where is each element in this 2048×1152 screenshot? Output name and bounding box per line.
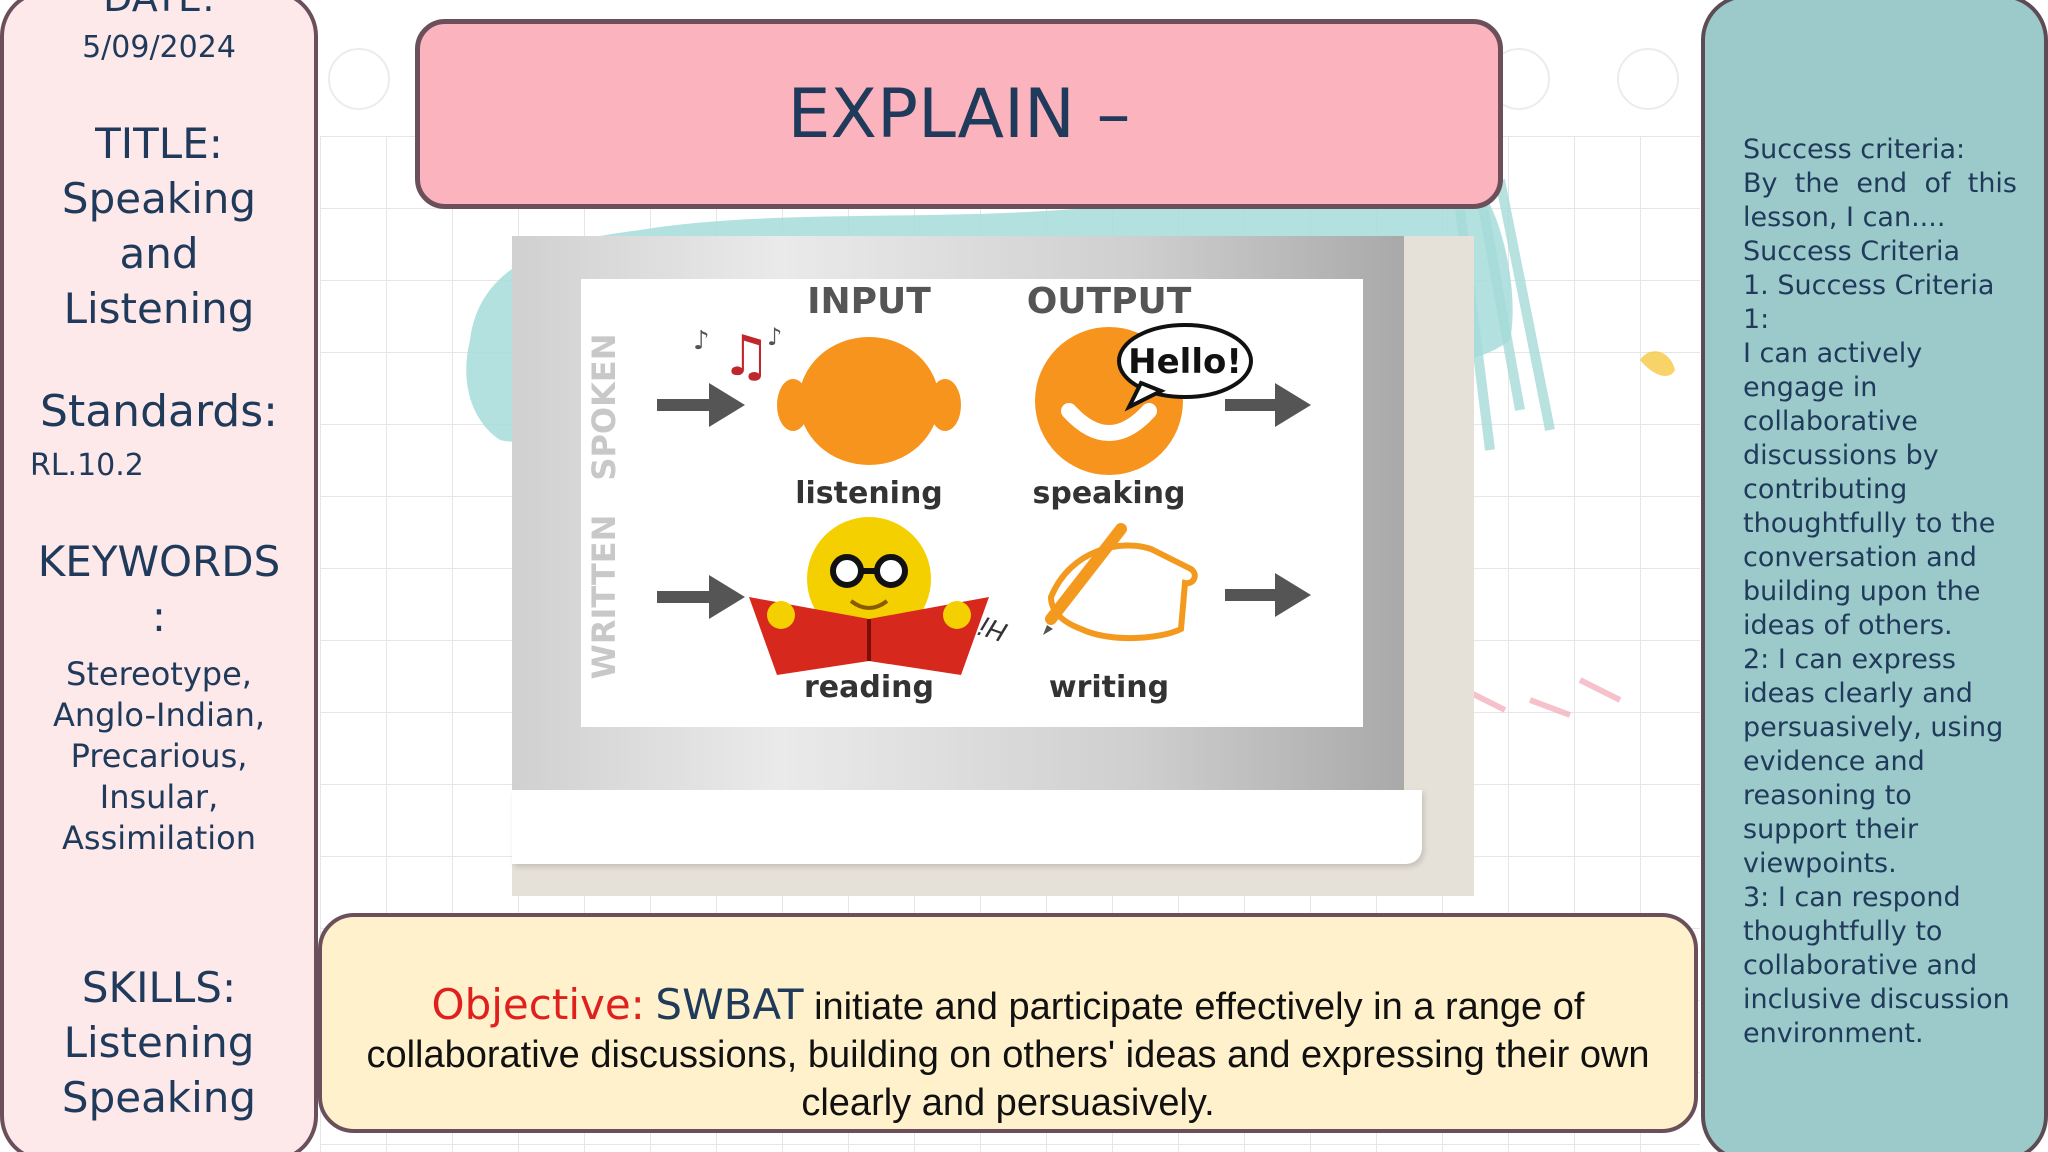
svg-text:♫: ♫	[721, 324, 771, 389]
criteria-line: building upon the	[1743, 576, 1981, 607]
written-label: WRITTEN	[585, 515, 623, 680]
arrow-icon	[1225, 383, 1311, 427]
title-line: Listening	[63, 284, 255, 333]
standards-label: Standards:	[40, 386, 278, 437]
speaking-label: speaking	[1033, 476, 1186, 511]
skill: Speaking	[61, 1073, 257, 1122]
criteria-line: By the end of this	[1743, 168, 2017, 199]
criteria-line: inclusive discussion	[1743, 984, 2010, 1015]
listening-label: listening	[795, 476, 943, 511]
date-value: 5/09/2024	[82, 30, 236, 65]
objective-box: Objective: SWBAT initiate and participat…	[318, 913, 1698, 1133]
criteria-line: ideas of others.	[1743, 610, 1953, 641]
binder-hole	[328, 48, 390, 110]
language-skills-diagram: INPUT OUTPUT SPOKEN WRITTEN ♫ ♪ ♪	[581, 279, 1363, 727]
output-header: OUTPUT	[1027, 281, 1192, 322]
arrow-icon	[657, 383, 745, 427]
title-line: and	[119, 229, 199, 278]
writing-hand-icon: Hi	[975, 523, 1198, 647]
criteria-line: 2: I can express	[1743, 644, 1956, 675]
criteria-line: thoughtfully to the	[1743, 508, 1996, 539]
criteria-line: 1. Success Criteria 1:	[1743, 270, 1995, 335]
reading-label: reading	[804, 670, 934, 705]
date-label: DATE:	[4, 0, 314, 20]
svg-text:♪: ♪	[767, 323, 782, 351]
criteria-line: thoughtfully to	[1743, 916, 1943, 947]
speech-bubble-icon: Hello!	[1117, 323, 1253, 412]
svg-text:♪: ♪	[693, 326, 710, 356]
lesson-title: TITLE: Speaking and Listening	[14, 116, 304, 336]
arrow-icon	[657, 575, 745, 619]
criteria-line: engage in	[1743, 372, 1878, 403]
keywords-label-text: KEYWORDS	[37, 537, 281, 586]
reading-smiley-icon	[807, 517, 931, 641]
keywords-list: Stereotype, Anglo-Indian, Precarious, In…	[14, 654, 304, 859]
binder-hole	[1617, 48, 1679, 110]
title-line: Speaking	[61, 174, 257, 223]
music-notes-icon: ♫ ♪ ♪	[693, 323, 782, 389]
criteria-line: viewpoints.	[1743, 848, 1897, 879]
criteria-line: I can actively	[1743, 338, 1923, 369]
spoken-label: SPOKEN	[585, 333, 623, 480]
keyword: Precarious,	[70, 737, 248, 775]
standard-value: RL.10.2	[30, 448, 144, 483]
picture-mat	[512, 790, 1422, 864]
keyword: Anglo-Indian,	[52, 696, 266, 734]
writing-label: writing	[1049, 670, 1169, 705]
slide-title-banner: EXPLAIN –	[415, 19, 1503, 209]
criteria-line: Success Criteria	[1743, 236, 1961, 267]
criteria-line: reasoning to	[1743, 780, 1912, 811]
lesson-info-panel: DATE: 5/09/2024 TITLE: Speaking and List…	[0, 0, 318, 1152]
pink-dash-decoration	[1463, 677, 1622, 718]
input-header: INPUT	[807, 281, 931, 322]
skills-label: SKILLS:	[81, 963, 237, 1012]
criteria-line: collaborative	[1743, 406, 1918, 437]
arrow-icon	[1225, 573, 1311, 617]
criteria-line: contributing	[1743, 474, 1908, 505]
criteria-line: 3: I can respond	[1743, 882, 1961, 913]
yellow-dot-decoration	[1640, 351, 1675, 376]
skills-section: SKILLS: Listening Speaking	[14, 960, 304, 1125]
criteria-line: evidence and	[1743, 746, 1925, 777]
keywords-label-colon: :	[151, 592, 167, 641]
keyword: Insular,	[99, 778, 219, 816]
criteria-line: conversation and	[1743, 542, 1977, 573]
criteria-line: collaborative and	[1743, 950, 1978, 981]
objective-statement: Objective: SWBAT initiate and participat…	[362, 981, 1654, 1127]
criteria-line: persuasively, using	[1743, 712, 2004, 743]
slide-title: EXPLAIN –	[787, 74, 1131, 154]
objective-swbat: SWBAT	[655, 980, 804, 1029]
objective-label: Objective:	[431, 980, 645, 1029]
keyword: Stereotype,	[66, 655, 252, 693]
criteria-line: ideas clearly and	[1743, 678, 1973, 709]
book-icon	[749, 597, 989, 675]
title-label: TITLE:	[95, 119, 223, 168]
criteria-line: discussions by	[1743, 440, 1939, 471]
criteria-line: environment.	[1743, 1018, 1924, 1049]
objective-text: initiate and participate effectively in …	[366, 986, 1650, 1124]
success-criteria-panel: Success criteria: By the end of this les…	[1701, 0, 2048, 1152]
listening-head-icon	[777, 337, 961, 465]
keywords-label: KEYWORDS :	[4, 534, 314, 644]
keyword: Assimilation	[62, 819, 256, 857]
criteria-line: support their	[1743, 814, 1919, 845]
hello-text: Hello!	[1128, 342, 1242, 382]
criteria-line: Success criteria:	[1743, 134, 1966, 165]
success-criteria-text: Success criteria: By the end of this les…	[1743, 133, 2017, 1051]
criteria-line: lesson, I can....	[1743, 202, 1946, 233]
skill: Listening	[63, 1018, 255, 1067]
